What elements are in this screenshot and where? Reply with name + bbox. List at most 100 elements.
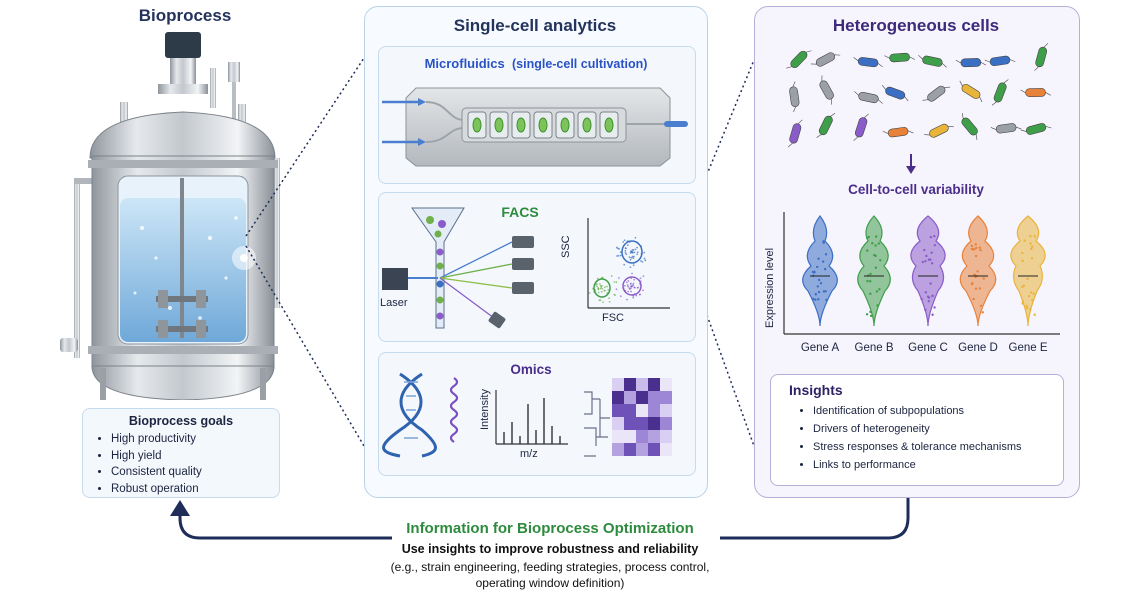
bacterium-cell xyxy=(853,57,883,68)
heatmap-cell xyxy=(612,417,624,430)
violin-data-point xyxy=(1029,242,1032,245)
facs-x-axis-label: FSC xyxy=(602,312,624,324)
facs-event-dot xyxy=(600,290,603,293)
heterogeneity-title: Heterogeneous cells xyxy=(832,16,1000,35)
violin-data-point xyxy=(817,257,820,260)
violin-data-point xyxy=(931,294,934,297)
violin-data-point xyxy=(978,287,982,290)
violin-data-point xyxy=(814,293,818,296)
violin-data-point xyxy=(1025,304,1028,308)
facs-event-dot xyxy=(626,298,628,301)
violin-data-point xyxy=(877,242,880,245)
facs-event-dot xyxy=(632,282,635,285)
violin-data-point xyxy=(1030,245,1034,248)
facs-event-dot xyxy=(631,248,634,251)
facs-event-dot xyxy=(644,259,647,262)
optimization-detail-line1: (e.g., strain engineering, feeding strat… xyxy=(390,560,710,574)
facs-event-dot xyxy=(619,251,622,254)
bacterium-cell xyxy=(786,50,812,69)
bacterium-cell xyxy=(959,80,983,103)
bacterium-cell xyxy=(922,85,951,102)
sample-point xyxy=(240,254,248,262)
arrow-head-icon xyxy=(170,500,190,516)
heatmap-cell xyxy=(636,417,648,430)
violin-data-point xyxy=(1033,235,1036,238)
violin-data-point xyxy=(822,241,825,244)
facs-event-dot xyxy=(632,264,635,267)
violin-data-point xyxy=(1021,300,1025,303)
facs-event-dot xyxy=(633,278,636,281)
insights-list: Identification of subpopulations Drivers… xyxy=(797,402,1063,474)
violin-data-point xyxy=(869,314,873,318)
microfluidic-chip xyxy=(382,87,688,167)
violin-data-point xyxy=(817,298,820,301)
facs-event-dot xyxy=(629,252,632,254)
violin-data-point xyxy=(824,290,827,293)
heatmap-cell xyxy=(648,443,660,456)
violin-data-point xyxy=(1032,292,1035,295)
cell-in-chamber xyxy=(538,117,548,133)
heatmap-cell xyxy=(612,430,624,443)
violin-data-point xyxy=(981,311,984,314)
violin-data-point xyxy=(1026,277,1029,281)
down-arrow-icon xyxy=(906,154,916,174)
violin-data-point xyxy=(1029,235,1032,238)
violin-data-point xyxy=(1031,298,1034,302)
gene-label: Gene C xyxy=(908,342,948,354)
violin-data-point xyxy=(865,236,869,240)
violin-data-point xyxy=(924,291,928,294)
goal-item: Consistent quality xyxy=(111,464,279,481)
heatmap-cell xyxy=(636,391,648,404)
facs-event-dot xyxy=(607,289,610,291)
facs-event-dot xyxy=(608,297,610,300)
facs-event-dot xyxy=(634,248,637,251)
violin-data-point xyxy=(822,290,826,293)
heatmap-cell xyxy=(660,443,672,456)
facs-event-dot xyxy=(632,251,634,254)
bioprocess-goals-list: High productivity High yield Consistent … xyxy=(95,431,279,497)
facs-event-dot xyxy=(623,285,626,287)
violin-data-point xyxy=(979,248,982,252)
violin-shape xyxy=(1010,215,1046,327)
bacterium-cell xyxy=(1034,43,1049,71)
violin-data-point xyxy=(1027,294,1031,298)
violin-data-point xyxy=(925,254,928,258)
facs-event-dot xyxy=(604,286,606,289)
bacterium-cell xyxy=(819,75,834,105)
violin-data-point xyxy=(865,313,869,316)
violin-data-point xyxy=(923,248,926,252)
facs-title: FACS xyxy=(501,204,539,220)
violin-data-point xyxy=(974,287,978,290)
heatmap-cell xyxy=(624,404,636,417)
facs-event-dot xyxy=(631,284,634,287)
insight-item: Stress responses & tolerance mechanisms xyxy=(813,438,1063,456)
violin-data-point xyxy=(866,279,869,283)
facs-event-dot xyxy=(635,294,638,297)
violin-data-point xyxy=(866,249,869,252)
heatmap-cell xyxy=(648,404,660,417)
violin-data-point xyxy=(871,242,874,245)
bacterium-cell xyxy=(990,123,1022,134)
heatmap-cell xyxy=(648,378,660,391)
omics-diagram xyxy=(382,372,672,458)
bacterium-cell xyxy=(853,113,869,141)
facs-event-dot xyxy=(624,249,627,252)
detector xyxy=(512,236,534,248)
insights-box: Insights Identification of subpopulation… xyxy=(770,374,1064,486)
violin-plot xyxy=(783,212,1060,335)
heatmap-cell xyxy=(648,430,660,443)
heatmap-cell xyxy=(660,391,672,404)
heatmap-cell xyxy=(636,378,648,391)
facs-diagram xyxy=(382,207,670,329)
heatmap-cell xyxy=(624,430,636,443)
violin-data-point xyxy=(868,280,872,283)
violin-data-point xyxy=(978,246,982,249)
facs-event-dot xyxy=(601,284,603,287)
violin-data-point xyxy=(874,254,877,258)
violin-data-point xyxy=(970,283,974,286)
violin-data-point xyxy=(825,298,828,302)
facs-event-dot xyxy=(617,276,620,279)
violin-data-point xyxy=(927,299,931,303)
violin-data-point xyxy=(974,243,977,246)
